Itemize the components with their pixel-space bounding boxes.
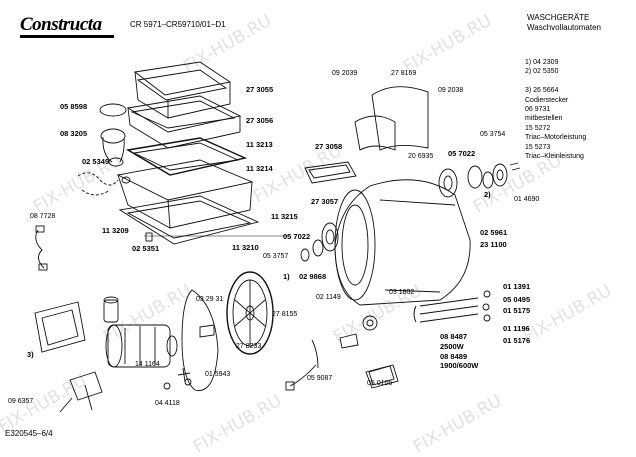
part-number: 05 0105 <box>367 380 393 387</box>
motor-part <box>105 324 178 368</box>
part-number: 01 4690 <box>514 196 540 203</box>
part-number: 27 8155 <box>272 311 298 318</box>
part-number: 03 29 31 <box>196 296 224 303</box>
part-number: 1900/600W <box>440 361 479 370</box>
part-number: 11 3215 <box>271 212 298 221</box>
bearing-set <box>438 162 521 198</box>
part-number: 09 6357 <box>8 398 34 405</box>
part-number: 2500W <box>440 342 464 351</box>
part-number: 27 8233 <box>236 343 262 350</box>
part-number: 27 8169 <box>391 70 417 77</box>
tub-base-frame-part <box>118 195 260 245</box>
heater-thermostat-part <box>285 339 319 391</box>
heater-element-part <box>413 297 479 323</box>
part-number: 11 3213 <box>246 140 273 149</box>
brand-logo: Constructa <box>20 14 102 35</box>
tub-upper-part <box>116 159 254 229</box>
part-number: 27 3056 <box>246 116 274 125</box>
part-number: 02 1149 <box>316 294 341 301</box>
subcategory-title: Waschvollautomaten <box>527 23 601 32</box>
heater-plate-part <box>365 364 399 389</box>
part-number: 3) <box>27 350 34 359</box>
category-title: WASCHGERÄTE <box>527 13 590 22</box>
part-number: 20 6935 <box>408 153 434 160</box>
note-line: 15 5272 <box>525 124 551 132</box>
model-number: CR 5971–CR59710/01–D1 <box>130 20 226 29</box>
note-line: 15 5273 <box>525 143 551 151</box>
front-bearing-set <box>300 222 339 262</box>
hose-part <box>77 103 131 196</box>
part-number: 05 3757 <box>263 253 289 260</box>
part-number: 05 0495 <box>503 295 531 304</box>
note-line: Codierstecker <box>525 96 569 104</box>
part-number: 14 1164 <box>135 361 160 368</box>
tub-lid-part <box>125 137 248 176</box>
part-number: 03 1802 <box>389 289 415 296</box>
note-line: mitbestellen <box>525 115 563 123</box>
detergent-drawer-part <box>133 61 232 119</box>
part-number: 08 8487 <box>440 332 468 341</box>
part-number: 11 3209 <box>102 226 129 235</box>
control-module-part <box>34 301 86 353</box>
part-number: 23 1100 <box>480 240 507 249</box>
drum-pulley-part <box>226 271 274 355</box>
brand-underline <box>20 35 114 38</box>
part-number: 05 7022 <box>448 149 476 158</box>
note-line: 06 9731 <box>525 106 551 114</box>
part-number: 02 5349 <box>82 157 110 166</box>
part-number: 27 3057 <box>311 197 339 206</box>
control-panel-part <box>304 161 357 184</box>
part-number: 05 7022 <box>283 232 311 241</box>
part-number: 01 1196 <box>503 324 530 333</box>
notes-list: 1) 04 2309 2) 02 5350 3) 26 5664 Codiers… <box>525 58 586 161</box>
part-number: 05 9087 <box>307 375 333 382</box>
part-number: 02 5351 <box>132 244 160 253</box>
part-number: 08 8489 <box>440 352 468 361</box>
note-line: 2) 02 5350 <box>525 68 559 76</box>
part-number: 11 3210 <box>232 243 259 252</box>
part-number: 01 5176 <box>503 336 531 345</box>
part-number: 1) <box>283 272 290 281</box>
back-panel-part <box>181 289 219 391</box>
part-number: 2) <box>484 190 491 199</box>
small-bracket-part <box>145 232 153 242</box>
part-number: 01 5943 <box>205 371 231 378</box>
screw-set <box>163 290 491 390</box>
interference-filter-part <box>59 371 103 413</box>
note-line: 3) 26 5664 <box>525 87 559 95</box>
part-number: 27 3055 <box>246 85 274 94</box>
pressure-switch-part <box>339 315 378 349</box>
part-number: 02 5961 <box>480 228 508 237</box>
outer-tub-part <box>334 179 471 306</box>
capacitor-part <box>103 296 119 323</box>
part-number: 09 2039 <box>332 70 358 77</box>
part-number: 11 3214 <box>246 164 273 173</box>
spider-bracket-part <box>354 86 429 151</box>
part-number: 08 7728 <box>30 213 56 220</box>
part-number: 05 3754 <box>480 131 506 138</box>
part-number: 01 1391 <box>503 282 531 291</box>
part-number: 01 5175 <box>503 306 531 315</box>
part-number: 08 3205 <box>60 129 88 138</box>
part-number: 02 9868 <box>299 272 327 281</box>
note-line: 1) 04 2309 <box>525 59 559 66</box>
part-number: 04 4118 <box>155 400 180 407</box>
part-number: 27 3058 <box>315 142 343 151</box>
drawing-id: E320545–6/4 <box>5 429 53 438</box>
part-number: 09 2038 <box>438 87 464 94</box>
note-line: Triac–Kleinleistung <box>525 153 584 161</box>
part-number: 05 8598 <box>60 102 88 111</box>
wire-harness-part <box>35 225 48 271</box>
note-line: Triac–Motorleistung <box>525 134 587 142</box>
